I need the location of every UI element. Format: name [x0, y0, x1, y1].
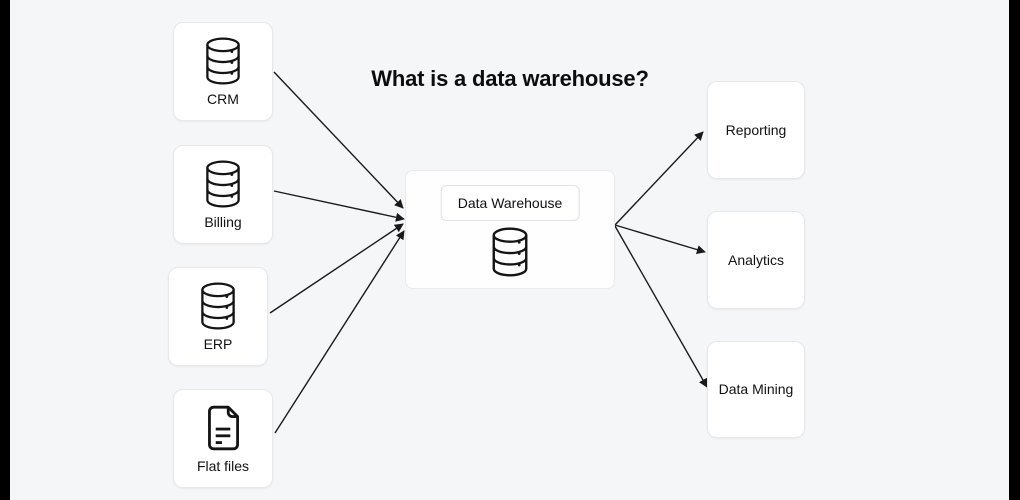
database-icon	[200, 159, 246, 209]
arrow-crm-to-warehouse	[273, 71, 404, 209]
output-node-label: Reporting	[725, 121, 787, 138]
diagram-title: What is a data warehouse?	[371, 66, 649, 91]
source-node-label: Flat files	[196, 457, 250, 474]
database-icon	[486, 226, 534, 283]
warehouse-label: Data Warehouse	[457, 195, 563, 211]
arrow-erp-to-warehouse	[269, 223, 404, 314]
source-node-flat-files: Flat files	[173, 389, 273, 488]
source-node-crm: CRM	[173, 22, 273, 121]
warehouse-label-box: Data Warehouse	[440, 185, 580, 221]
source-node-erp: ERP	[168, 267, 268, 366]
arrow-billing-to-warehouse	[273, 190, 405, 222]
arrow-flatfiles-to-warehouse	[274, 230, 405, 434]
file-text-icon	[200, 403, 246, 453]
database-icon	[195, 281, 241, 331]
database-icon	[200, 36, 246, 86]
source-node-label: ERP	[203, 335, 233, 352]
output-node-reporting: Reporting	[707, 81, 805, 179]
source-node-billing: Billing	[173, 145, 273, 244]
output-node-label: Data Mining	[718, 381, 794, 398]
source-node-label: Billing	[204, 213, 242, 230]
source-node-label: CRM	[207, 90, 239, 107]
arrow-warehouse-to-datamining	[614, 225, 708, 388]
screen-edge-right-bar	[1009, 0, 1020, 500]
arrow-warehouse-to-reporting	[614, 131, 704, 226]
arrow-warehouse-to-analytics	[614, 224, 706, 254]
screen-edge-left-bar	[0, 0, 10, 500]
warehouse-node: Data Warehouse	[405, 170, 615, 289]
output-node-label: Analytics	[727, 251, 785, 268]
output-node-analytics: Analytics	[707, 211, 805, 309]
output-node-data-mining: Data Mining	[707, 341, 805, 438]
